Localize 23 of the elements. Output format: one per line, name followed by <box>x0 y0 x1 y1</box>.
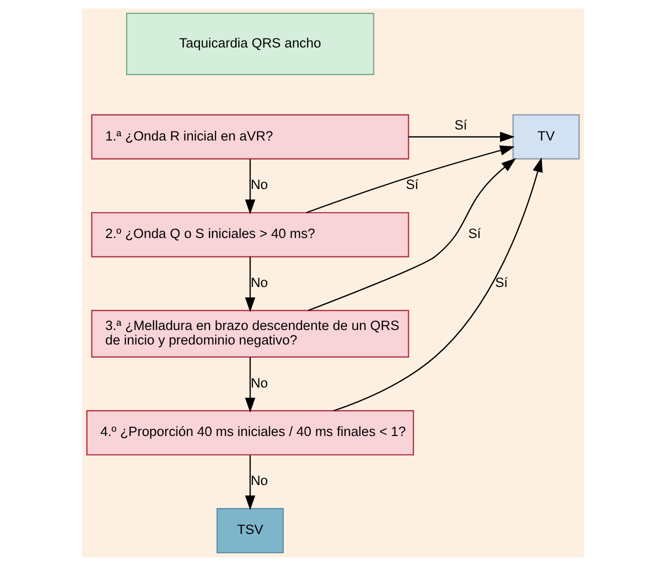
node-box: 4.º ¿Proporción 40 ms iniciales / 40 ms finales < 1? <box>86 410 414 456</box>
edge-label: Sí <box>454 117 468 132</box>
arrow <box>245 455 256 510</box>
edge-label: Sí <box>468 226 481 242</box>
arrow <box>245 256 256 312</box>
node-box: 2.º ¿Onda Q o S iniciales > 40 ms? <box>91 212 410 258</box>
node-box: 3.ª ¿Melladura en brazo descendente de un QRS de inicio y predominio negativo? <box>91 310 410 358</box>
arrow <box>245 357 256 412</box>
arrow <box>408 132 515 142</box>
node-box: 1.ª ¿Onda R inicial en aVR? <box>91 114 410 160</box>
edge-label: No <box>250 375 268 390</box>
edge-label: No <box>250 275 268 290</box>
arrow <box>334 157 543 412</box>
edge-label: No <box>250 177 268 192</box>
arrow <box>308 158 516 312</box>
edge-label: Sí <box>495 275 508 290</box>
node-box: TSV <box>216 508 284 554</box>
edge-label: Sí <box>406 177 419 192</box>
edge-label: No <box>250 473 268 488</box>
node-box: Taquicardia QRS ancho <box>126 12 374 76</box>
node-box: TV <box>512 114 580 160</box>
arrow <box>245 159 256 214</box>
arrow <box>306 145 515 214</box>
